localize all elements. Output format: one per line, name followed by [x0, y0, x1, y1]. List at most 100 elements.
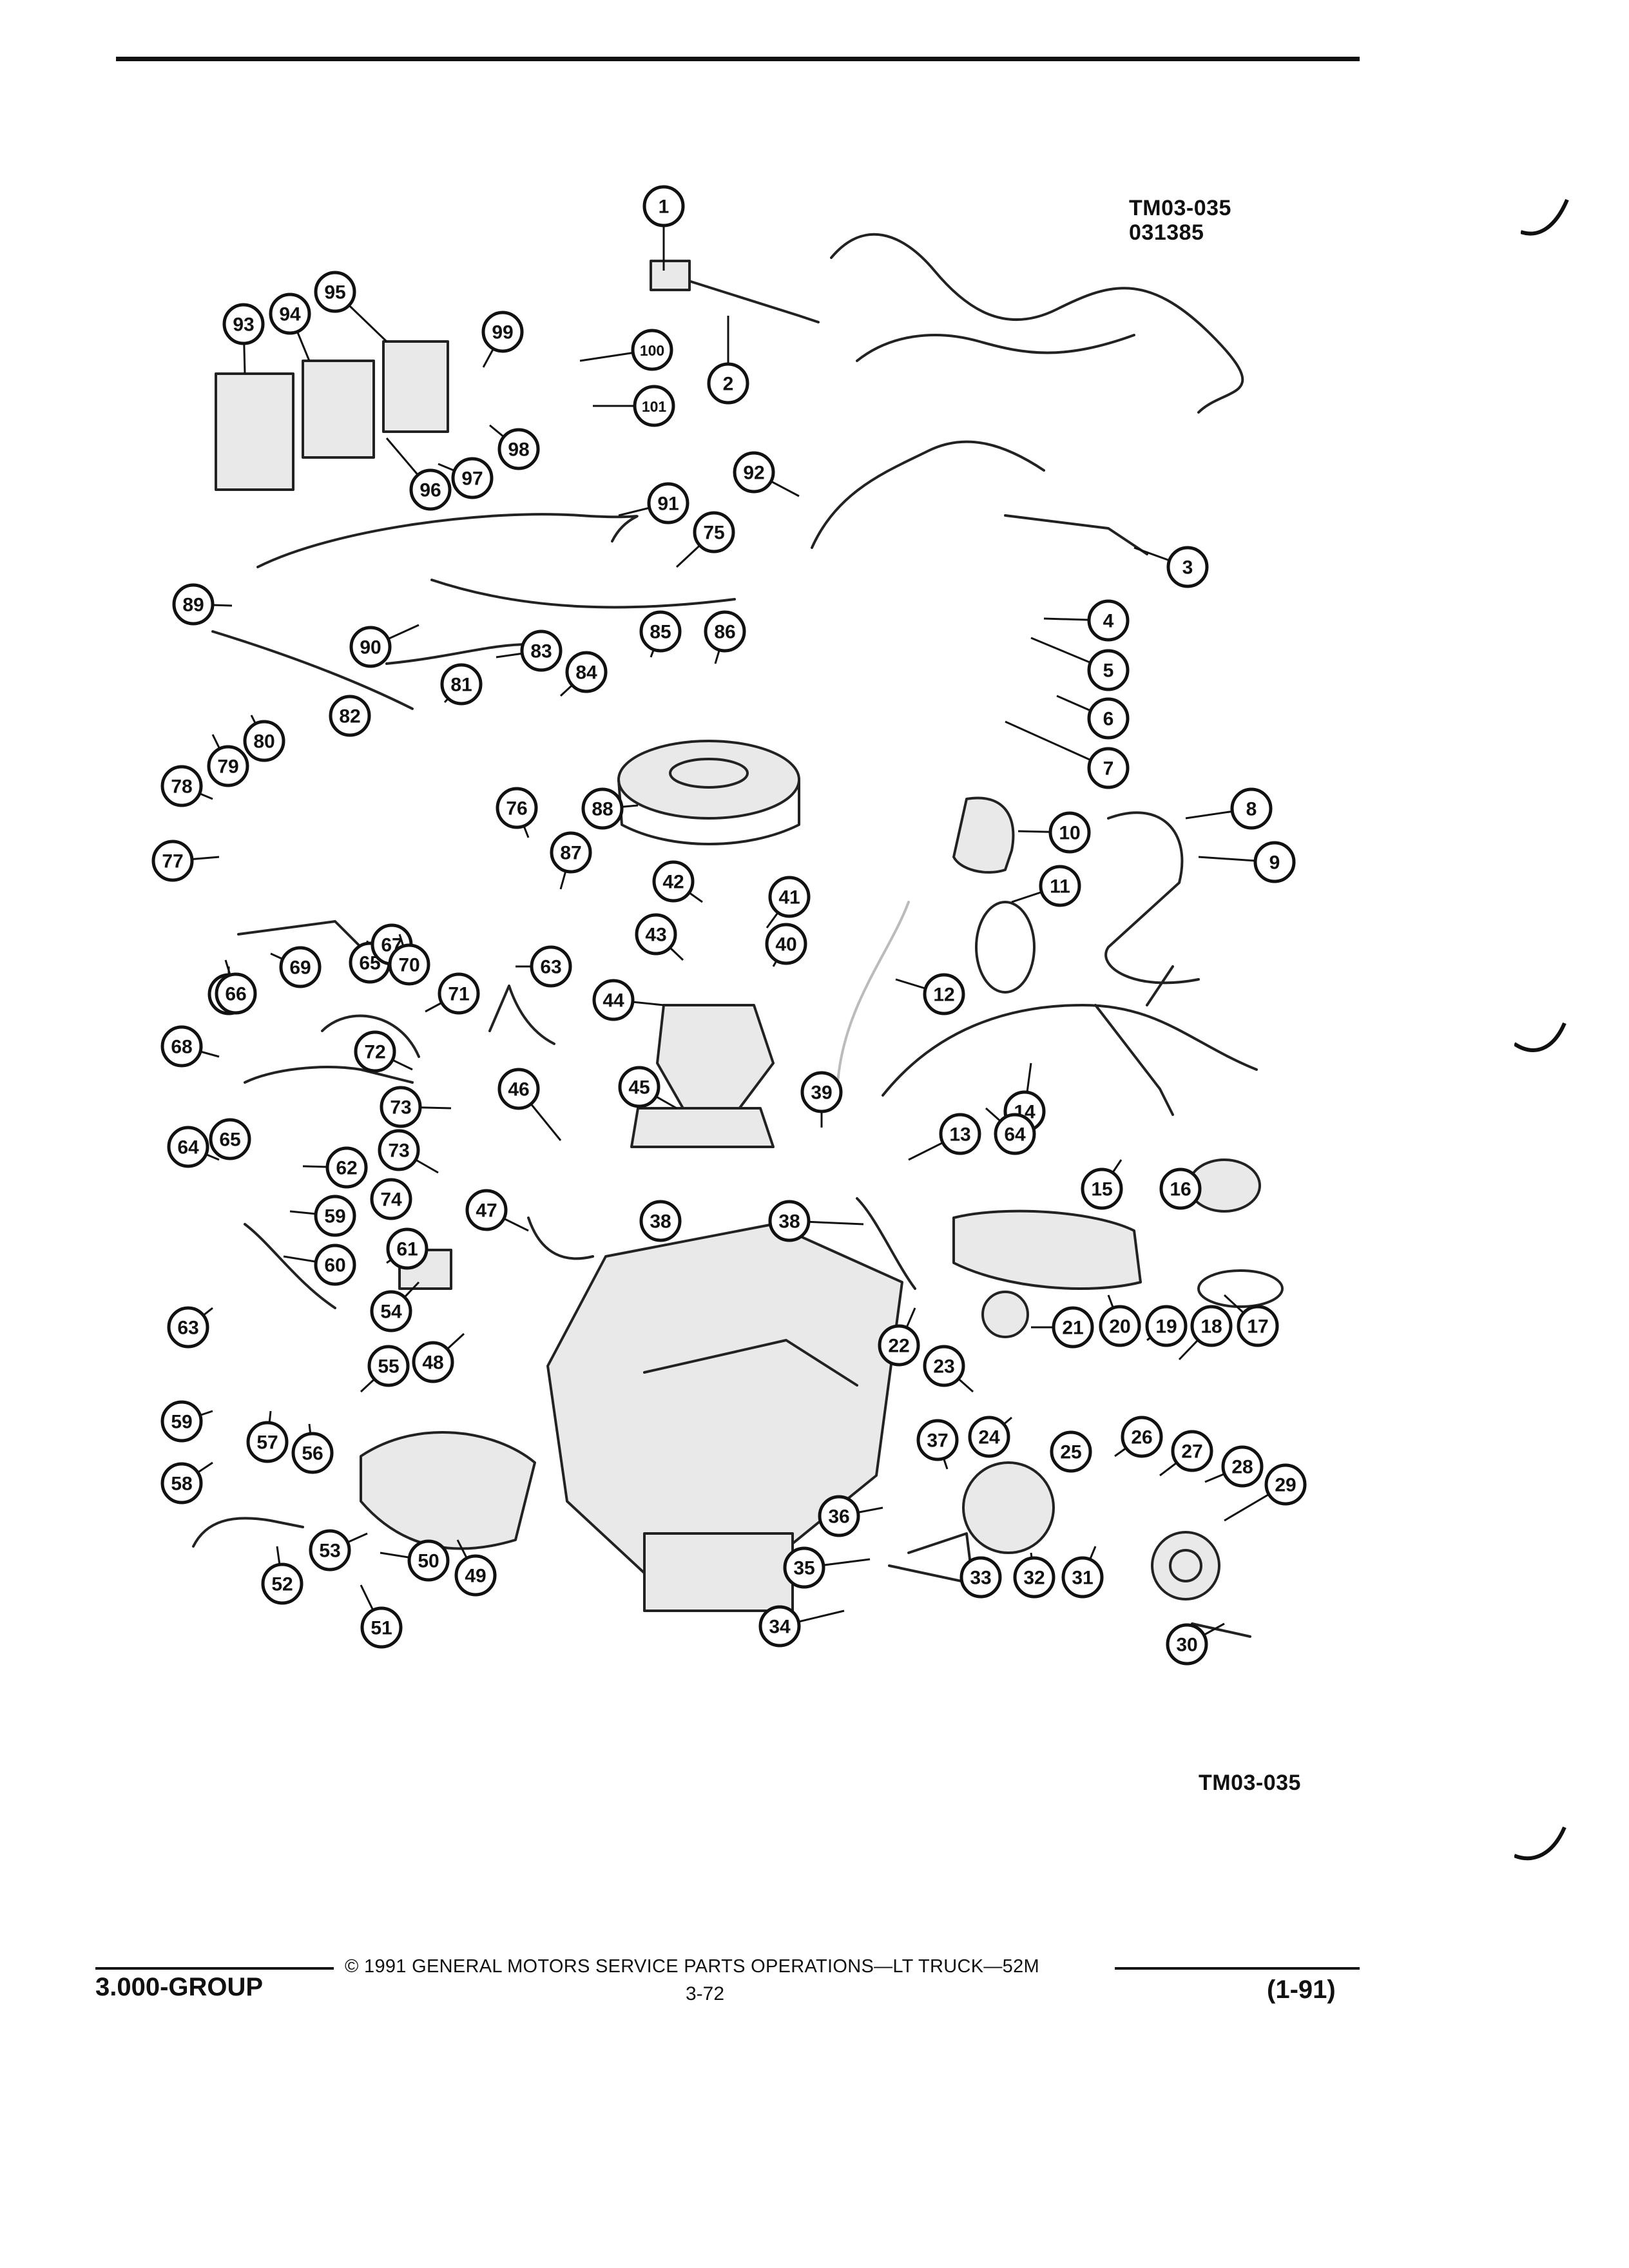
- callout-circle: [1052, 1306, 1094, 1349]
- callout-26: 26: [1114, 1416, 1163, 1458]
- callout-number: 75: [703, 523, 724, 544]
- callout-number: 3: [1182, 557, 1193, 579]
- footer-group: 3.000-GROUP: [95, 1973, 264, 2001]
- callout-number: 60: [324, 1255, 345, 1276]
- prom-module: [382, 340, 449, 433]
- callout-number: 53: [319, 1541, 340, 1562]
- pipe-13: [856, 1197, 916, 1290]
- callout-circle: [635, 913, 677, 956]
- callout-number: 37: [927, 1430, 948, 1452]
- callout-number: 94: [279, 304, 301, 325]
- callout-number: 2: [723, 374, 734, 395]
- callout-circle: [314, 1244, 356, 1286]
- callout-25: 25: [1050, 1430, 1092, 1473]
- callout-52: 52: [261, 1546, 304, 1605]
- callout-7: 7: [1005, 720, 1130, 789]
- footer-rule-right: [1115, 1967, 1360, 1970]
- callout-circle: [633, 385, 675, 427]
- callout-circle: [354, 1030, 396, 1073]
- callout-number: 44: [602, 990, 624, 1012]
- callout-circle: [618, 1066, 660, 1108]
- callout-circle: [370, 1290, 412, 1332]
- callout-81: 81: [440, 663, 483, 706]
- callout-circle: [291, 1432, 334, 1474]
- callout-circle: [360, 1606, 403, 1649]
- callout-68: 68: [160, 1025, 220, 1068]
- callout-circle: [818, 1495, 860, 1537]
- callout-37: 37: [916, 1419, 959, 1470]
- callout-number: 81: [450, 675, 472, 696]
- callout-circle: [642, 185, 685, 227]
- air-cleaner-nut: [669, 758, 749, 789]
- callout-circle: [279, 946, 322, 988]
- callout-circle: [160, 1462, 203, 1504]
- callout-circle: [1087, 697, 1130, 740]
- callout-63: 63: [516, 945, 572, 988]
- callout-17: 17: [1223, 1294, 1279, 1347]
- valve-47: [527, 1216, 594, 1260]
- callout-number: 5: [1103, 660, 1114, 682]
- callout-78: 78: [160, 765, 213, 807]
- callout-circle: [314, 271, 356, 313]
- callout-circle: [1171, 1430, 1213, 1472]
- callout-number: 99: [492, 322, 513, 343]
- callout-91: 91: [618, 482, 689, 524]
- callout-66: 66: [215, 959, 257, 1015]
- callout-number: 50: [418, 1551, 439, 1572]
- callout-number: 82: [339, 706, 360, 727]
- callout-59: 59: [160, 1400, 213, 1443]
- callout-51: 51: [360, 1584, 403, 1649]
- engine-valve-cover-edge: [643, 1339, 858, 1387]
- callout-circle: [246, 1421, 289, 1463]
- callout-number: 61: [396, 1239, 418, 1260]
- callout-circle: [1159, 1168, 1202, 1210]
- callout-circle: [438, 972, 480, 1015]
- callout-circle: [215, 972, 257, 1015]
- callout-number: 36: [828, 1506, 849, 1528]
- callout-number: 100: [640, 342, 664, 359]
- callout-98: 98: [489, 424, 540, 470]
- callout-number: 17: [1247, 1316, 1268, 1338]
- callout-40: 40: [765, 923, 807, 967]
- callout-12: 12: [895, 973, 965, 1015]
- callout-circle: [465, 1189, 508, 1231]
- callout-73: 73: [378, 1129, 439, 1174]
- pipe-60: [244, 1223, 336, 1309]
- vacuum-line-67: [237, 920, 362, 948]
- heat-stove-pipe: [1104, 811, 1200, 985]
- scan-mark-middle: [1514, 1022, 1566, 1052]
- vacuum-line-86: [211, 630, 414, 710]
- callout-number: 84: [575, 662, 597, 684]
- callout-circle: [388, 943, 430, 986]
- callout-61: 61: [386, 1227, 429, 1270]
- callout-64: 64: [985, 1107, 1036, 1155]
- callout-number: 68: [171, 1037, 192, 1058]
- callout-circle: [916, 1419, 959, 1461]
- callout-35: 35: [783, 1546, 871, 1589]
- wiring-harness-lower: [811, 440, 1045, 549]
- callout-number: 10: [1059, 823, 1080, 844]
- callout-41: 41: [766, 876, 811, 928]
- callout-circle: [1145, 1305, 1188, 1347]
- callout-circle: [209, 1118, 251, 1160]
- callout-93: 93: [222, 303, 265, 374]
- callout-number: 18: [1200, 1316, 1222, 1338]
- callout-89: 89: [172, 583, 233, 626]
- callout-39: 39: [800, 1071, 843, 1128]
- callout-84: 84: [559, 651, 608, 697]
- callout-number: 79: [217, 756, 238, 778]
- callout-circle: [1253, 841, 1296, 883]
- callout-circle: [1230, 787, 1273, 830]
- callout-number: 89: [182, 595, 204, 616]
- bolt-30: [1191, 1622, 1251, 1638]
- callout-circle: [581, 787, 624, 830]
- vacuum-line-73: [430, 579, 736, 609]
- callout-57: 57: [246, 1410, 289, 1463]
- callout-number: 87: [560, 843, 581, 864]
- callout-number: 29: [1275, 1475, 1296, 1496]
- callout-circle: [1087, 649, 1130, 691]
- heat-stove-tube: [1146, 965, 1174, 1006]
- callout-number: 8: [1246, 799, 1257, 820]
- callout-number: 46: [508, 1079, 529, 1100]
- callout-circle: [768, 876, 811, 918]
